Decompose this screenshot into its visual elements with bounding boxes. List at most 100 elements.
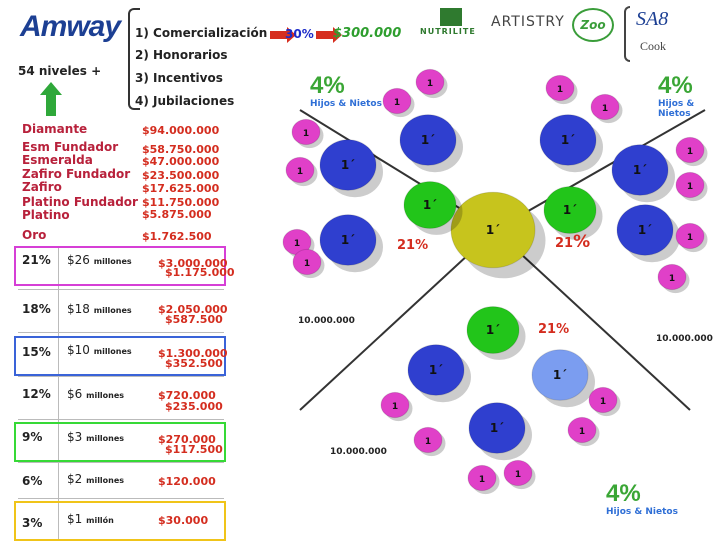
blue-node: 1´ <box>531 349 595 408</box>
node-label: 1 <box>394 98 400 108</box>
node-label: 1 <box>557 85 563 95</box>
amway-logo: Amway <box>20 10 121 43</box>
sa8-logo: SA8 <box>636 8 669 30</box>
pink-node: 1 <box>380 391 413 422</box>
row-divider <box>18 462 224 463</box>
row-divider <box>18 289 224 290</box>
table-row-amount: $1 millón <box>67 512 114 526</box>
node-label: 1 <box>515 470 521 480</box>
node-label: 1´ <box>553 368 567 382</box>
table-row-percent: 21% <box>22 253 51 267</box>
table-row-percent: 15% <box>22 345 51 359</box>
four-percent-label: 4% <box>658 72 693 99</box>
node-label: 1´ <box>563 203 577 217</box>
node-label: 1 <box>392 402 398 412</box>
pink-node: 1 <box>285 156 318 187</box>
pink-node: 1 <box>675 136 708 167</box>
pink-node: 1 <box>292 248 325 279</box>
hijos-label: Hijos & Nietos <box>310 99 382 109</box>
blue-node: 1´ <box>407 344 471 403</box>
percent-21-label: 21% <box>538 322 570 337</box>
row-divider <box>18 419 224 420</box>
rank-name: Platino <box>22 208 70 222</box>
rank-name: Oro <box>22 228 47 242</box>
table-row-value: $120.000 <box>158 475 216 488</box>
divider-line <box>494 109 706 231</box>
node-label: 1´ <box>486 223 500 237</box>
ten-million-label: 10.000.000 <box>330 447 387 457</box>
cook-logo: Cook <box>640 39 667 53</box>
pink-node: 1 <box>675 222 708 253</box>
up-arrow-icon <box>40 82 62 116</box>
blue-node: 1´ <box>539 114 603 173</box>
pink-node: 1 <box>467 464 500 495</box>
green-node: 1´ <box>466 306 526 360</box>
node-label: 1 <box>602 104 608 114</box>
pink-node: 1 <box>291 118 324 149</box>
rank-value: $17.625.000 <box>142 182 220 195</box>
green-node: 1´ <box>403 181 463 235</box>
table-row-amount: $26 millones <box>67 253 132 267</box>
blue-node: 1´ <box>319 214 383 273</box>
node-label: 1´ <box>341 158 355 172</box>
table-row-value: $2.050.000 <box>158 303 228 316</box>
table-row-value: $1.300.000 <box>158 347 228 360</box>
pink-node: 1 <box>413 426 446 457</box>
node-label: 1 <box>304 259 310 269</box>
table-row-amount: $2 millones <box>67 472 125 486</box>
node-label: 1 <box>427 79 433 89</box>
table-row-amount: $10 millones <box>67 343 132 357</box>
divider-line <box>299 229 496 411</box>
rank-value: $1.762.500 <box>142 230 212 243</box>
header-amount: $300.000 <box>333 26 402 41</box>
green-node: 1´ <box>543 186 603 240</box>
header-percent: 30% <box>285 27 314 41</box>
table-row-percent: 18% <box>22 302 51 316</box>
table-row-amount: $18 millones <box>67 302 132 316</box>
rank-value: $58.750.000 <box>142 143 220 156</box>
table-row-percent: 6% <box>22 474 43 488</box>
divider-line <box>494 229 691 411</box>
percent-21-label: 21% <box>397 238 429 253</box>
table-row-value-2: $117.500 <box>165 443 223 456</box>
table-row-amount: $6 millones <box>67 387 125 401</box>
table-row-value-2: $235.000 <box>165 400 223 413</box>
node-label: 1 <box>600 397 606 407</box>
table-divider <box>58 248 59 540</box>
node-label: 1 <box>303 129 309 139</box>
highlight-box <box>14 246 226 286</box>
ten-million-label: 10.000.000 <box>298 316 355 326</box>
percent-21-label: 21% <box>555 232 591 252</box>
rank-value: $11.750.000 <box>142 196 220 209</box>
blue-node: 1´ <box>611 144 675 203</box>
menu-item-4: 4) Jubilaciones <box>135 94 235 108</box>
artistry-logo: ARTISTRY <box>491 14 565 30</box>
menu-item-1: 1) Comercialización <box>135 26 268 40</box>
pink-node: 1 <box>382 87 415 118</box>
rank-name: Diamante <box>22 122 88 136</box>
brace <box>624 6 630 62</box>
node-label: 1´ <box>341 233 355 247</box>
blue-node: 1´ <box>319 139 383 198</box>
node-label: 1 <box>297 167 303 177</box>
table-row-value: $270.000 <box>158 433 216 446</box>
highlight-box <box>14 336 226 376</box>
rank-name: Esmeralda <box>22 153 93 167</box>
row-divider <box>18 498 224 499</box>
brace <box>128 8 140 110</box>
ten-million-label: 10.000.000 <box>656 334 713 344</box>
node-label: 1 <box>579 427 585 437</box>
pink-node: 1 <box>590 93 623 124</box>
pink-node: 1 <box>675 171 708 202</box>
rank-name: Platino Fundador <box>22 195 138 209</box>
blue-node: 1´ <box>616 204 680 263</box>
row-divider <box>18 376 224 377</box>
table-row-percent: 12% <box>22 387 51 401</box>
node-label: 1´ <box>561 133 575 147</box>
four-percent-label: 4% <box>606 480 641 507</box>
table-row-amount: $3 millones <box>67 430 125 444</box>
table-row-percent: 9% <box>22 430 43 444</box>
pink-node: 1 <box>567 416 600 447</box>
highlight-box <box>14 422 226 462</box>
